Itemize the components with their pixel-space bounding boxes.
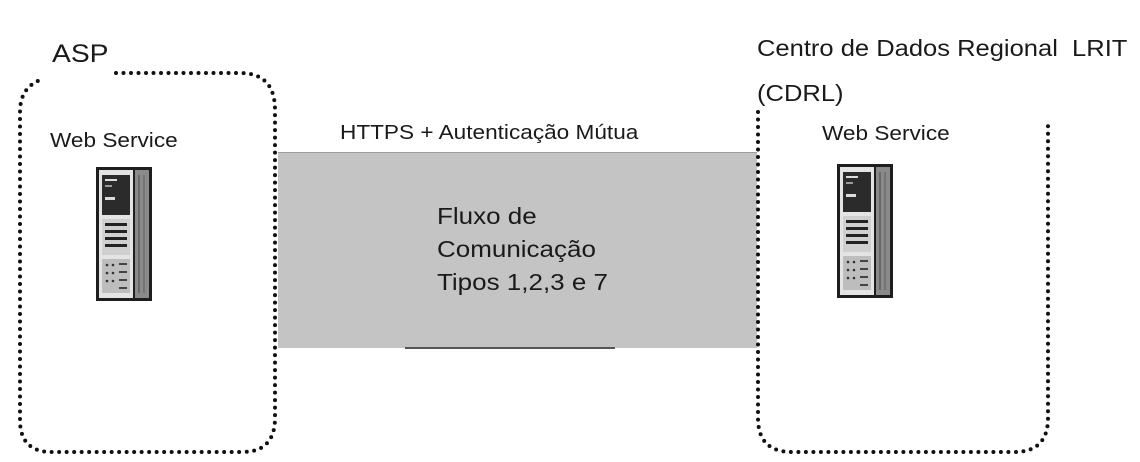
cdrl-boundary bbox=[756, 110, 1050, 454]
cdrl-web-service-label: Web Service bbox=[822, 123, 950, 145]
asp-label: ASP bbox=[52, 40, 109, 68]
server-icon bbox=[96, 167, 152, 301]
flow-description: Fluxo de Comunicação Tipos 1,2,3 e 7 bbox=[437, 200, 608, 299]
cdrl-acronym: (CDRL) bbox=[757, 80, 844, 106]
communication-channel bbox=[278, 152, 757, 348]
asp-web-service-label: Web Service bbox=[50, 130, 178, 152]
asp-boundary bbox=[18, 71, 277, 454]
protocol-label: HTTPS + Autenticação Mútua bbox=[340, 122, 639, 144]
flow-line: Fluxo de bbox=[437, 203, 537, 229]
flow-line: Tipos 1,2,3 e 7 bbox=[437, 269, 608, 295]
cdrl-title: Centro de Dados Regional LRIT bbox=[757, 35, 1128, 61]
server-icon bbox=[837, 163, 893, 299]
flow-line: Comunicação bbox=[437, 236, 596, 262]
